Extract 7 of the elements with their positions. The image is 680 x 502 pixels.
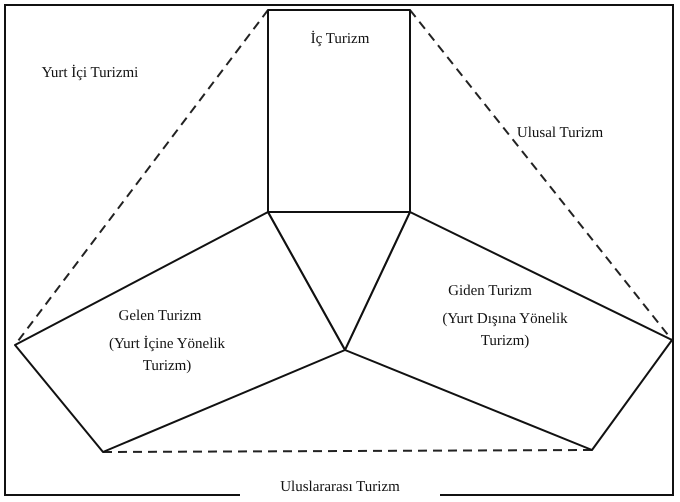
category-label: Yurt İçi Turizmi xyxy=(40,64,140,83)
panel-title: İç Turizm xyxy=(310,30,370,49)
panel-subtitle: (Yurt Dışına Yönelik Turizm) xyxy=(441,310,569,351)
panel-title: Giden Turizm xyxy=(447,282,533,301)
category-label: Ulusal Turizm xyxy=(516,124,604,143)
panel-subtitle: (Yurt İçine Yönelik Turizm) xyxy=(108,334,226,376)
panel-title: Gelen Turizm xyxy=(118,307,202,326)
